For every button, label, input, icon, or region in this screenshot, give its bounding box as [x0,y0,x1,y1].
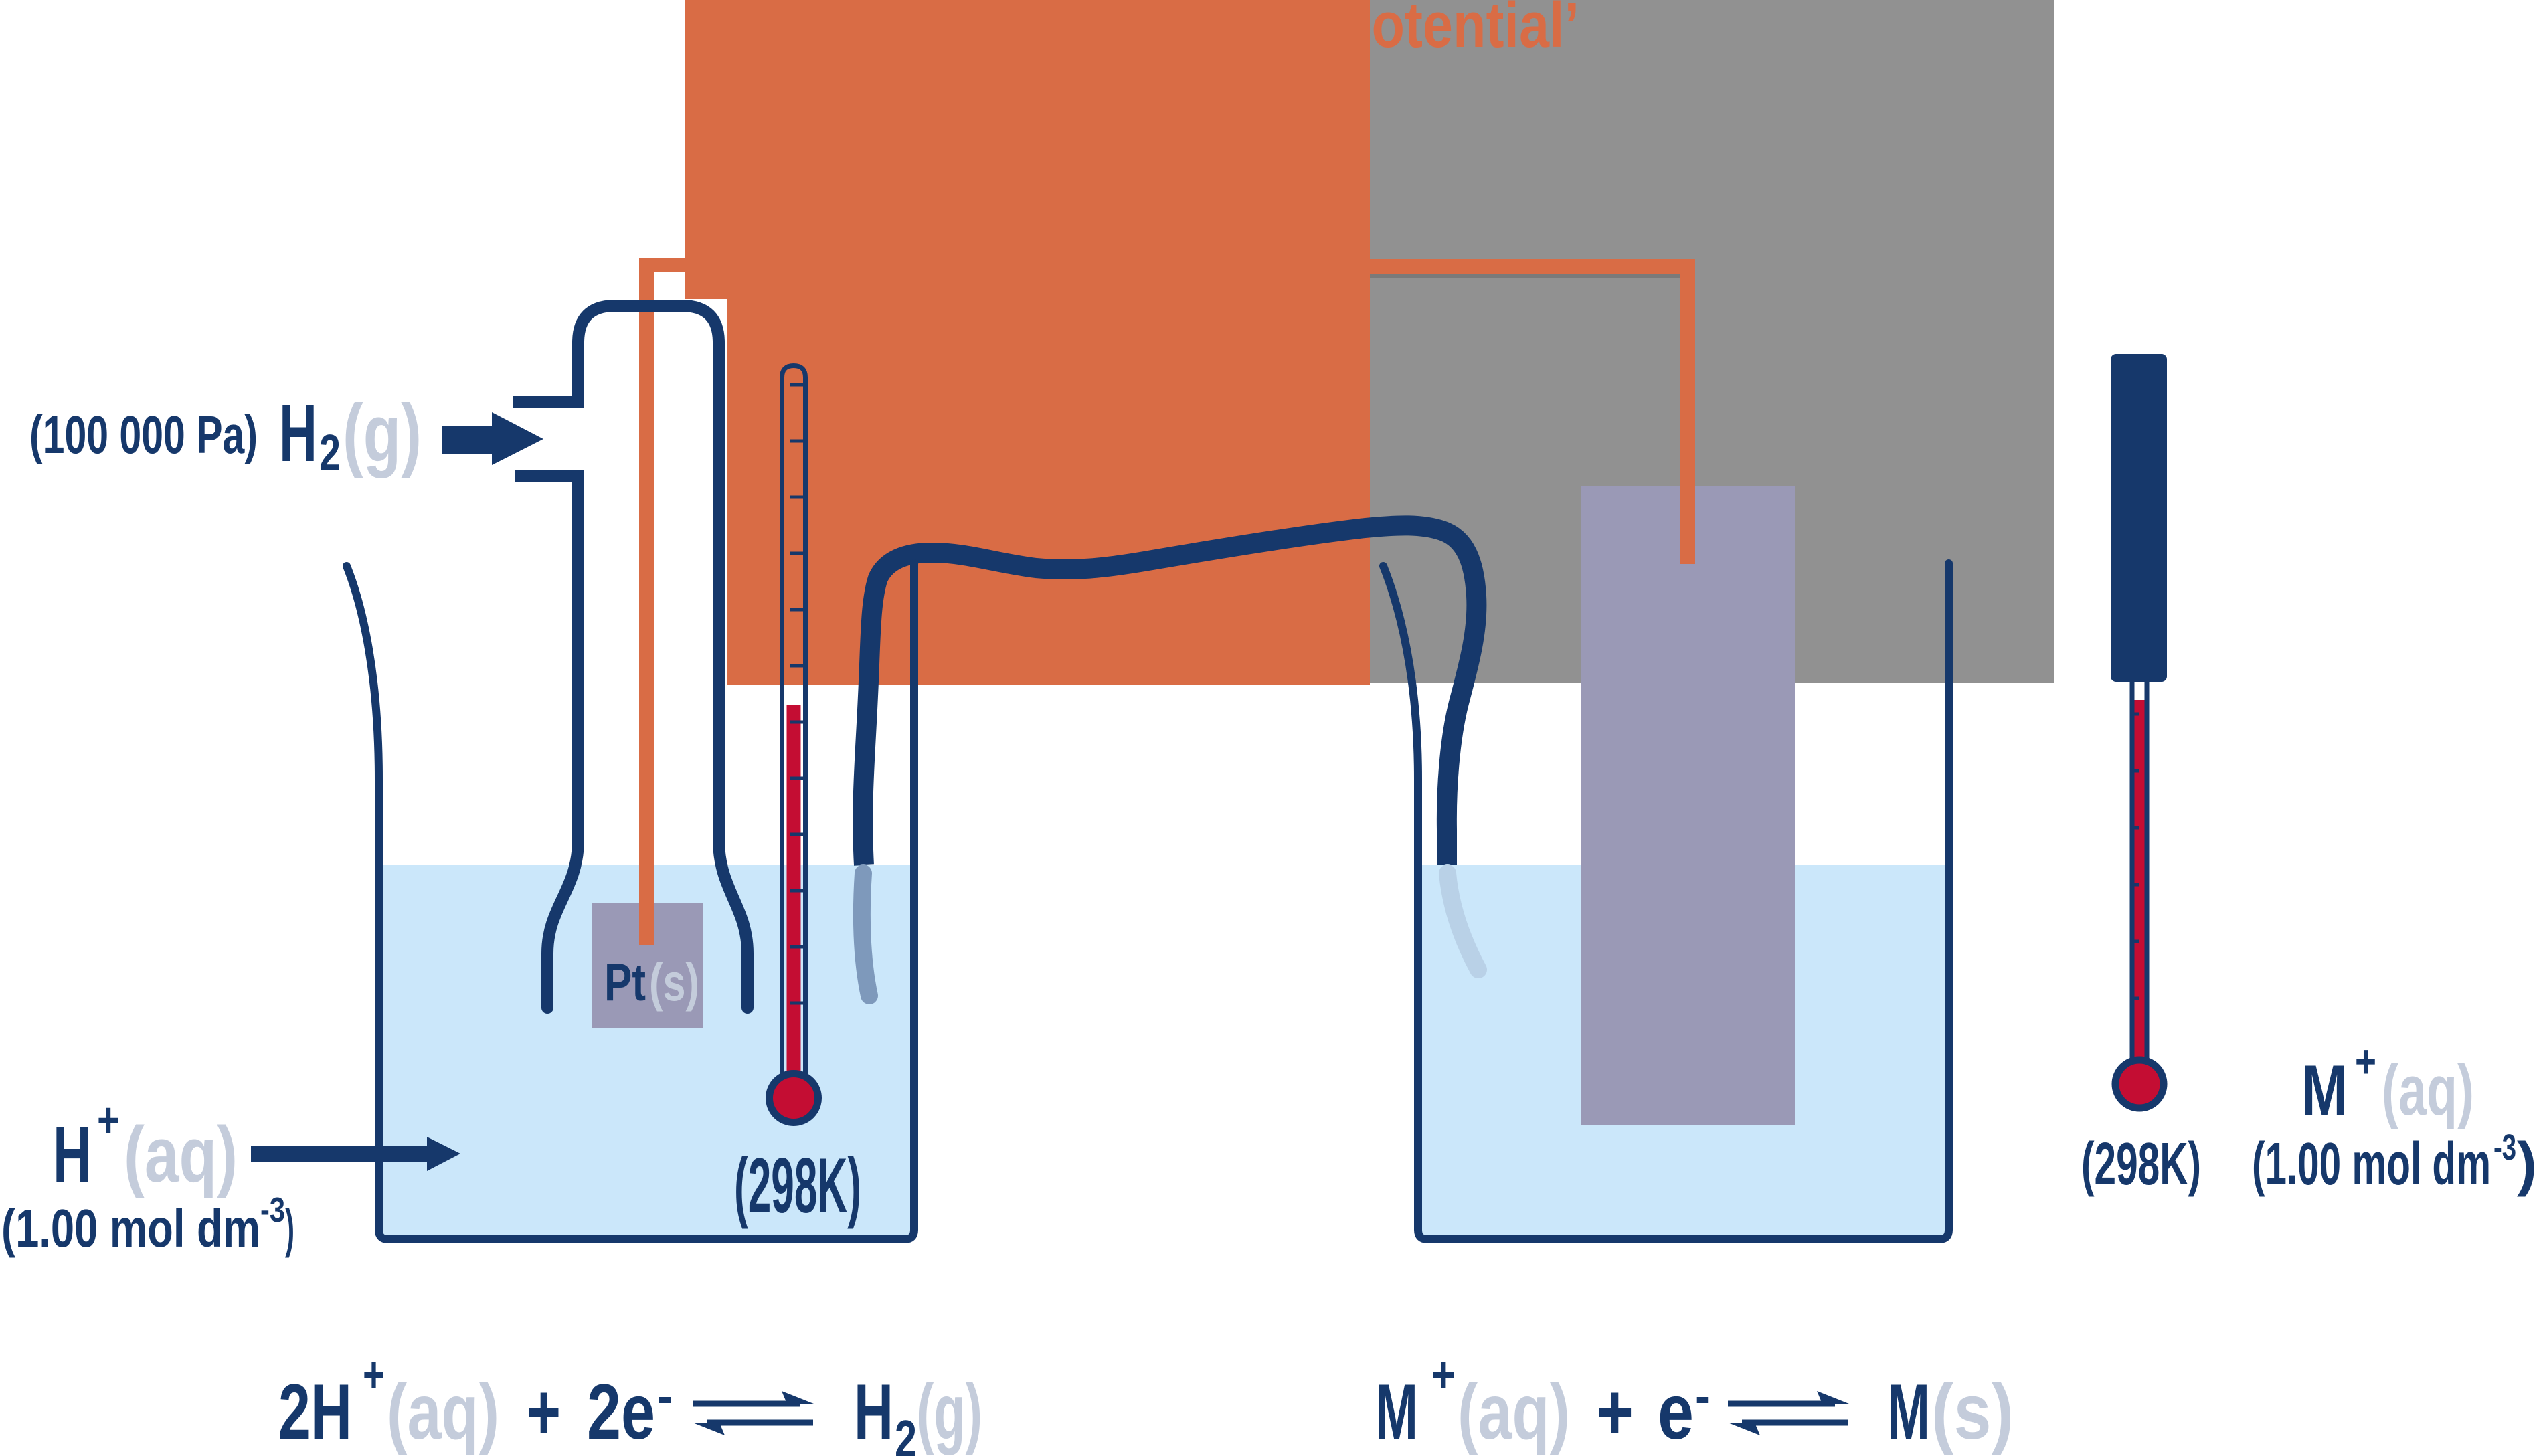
svg-text:+: + [2355,1035,2376,1087]
svg-text:+: + [1431,1346,1456,1402]
svg-text:Pt: Pt [604,952,646,1012]
svg-text:+: + [1596,1368,1634,1455]
svg-text:2e: 2e [587,1368,655,1455]
svg-text:(298K): (298K) [734,1142,861,1229]
svg-text:-3: -3 [2493,1127,2516,1168]
svg-text:2H: 2H [278,1368,352,1455]
svg-text:M: M [1375,1368,1418,1455]
svg-text:): ) [285,1198,294,1258]
svg-text:+: + [363,1346,385,1402]
svg-text:(298K): (298K) [2081,1131,2201,1198]
svg-text:(aq): (aq) [1458,1368,1570,1455]
svg-text:2: 2 [895,1409,917,1456]
svg-text:(g): (g) [917,1368,982,1455]
svg-text:potential’: potential’ [1338,0,1579,61]
svg-text:-: - [1695,1368,1711,1424]
svg-text:(1.00 mol dm: (1.00 mol dm [1,1198,260,1258]
svg-text:(s): (s) [649,952,699,1012]
svg-text:-: - [657,1368,673,1424]
svg-text:H: H [53,1111,92,1199]
svg-text:M: M [2301,1050,2348,1130]
svg-text:(aq): (aq) [387,1368,499,1455]
svg-text:(1.00 mol dm: (1.00 mol dm [2252,1131,2491,1198]
svg-text:(aq): (aq) [2382,1050,2474,1130]
svg-text:H: H [279,387,317,478]
svg-text:2: 2 [319,424,341,482]
svg-text:+: + [527,1368,561,1455]
svg-text:-3: -3 [260,1191,285,1230]
svg-text:(aq): (aq) [124,1111,238,1199]
svg-text:(100 000 Pa): (100 000 Pa) [29,405,258,464]
svg-text:(s): (s) [1931,1368,2014,1455]
svg-text:): ) [2517,1131,2537,1198]
svg-text:e: e [1658,1368,1694,1455]
svg-text:M: M [1887,1368,1930,1455]
svg-text:+: + [97,1092,120,1148]
svg-text:H: H [854,1368,893,1455]
svg-text:(g): (g) [343,387,422,478]
